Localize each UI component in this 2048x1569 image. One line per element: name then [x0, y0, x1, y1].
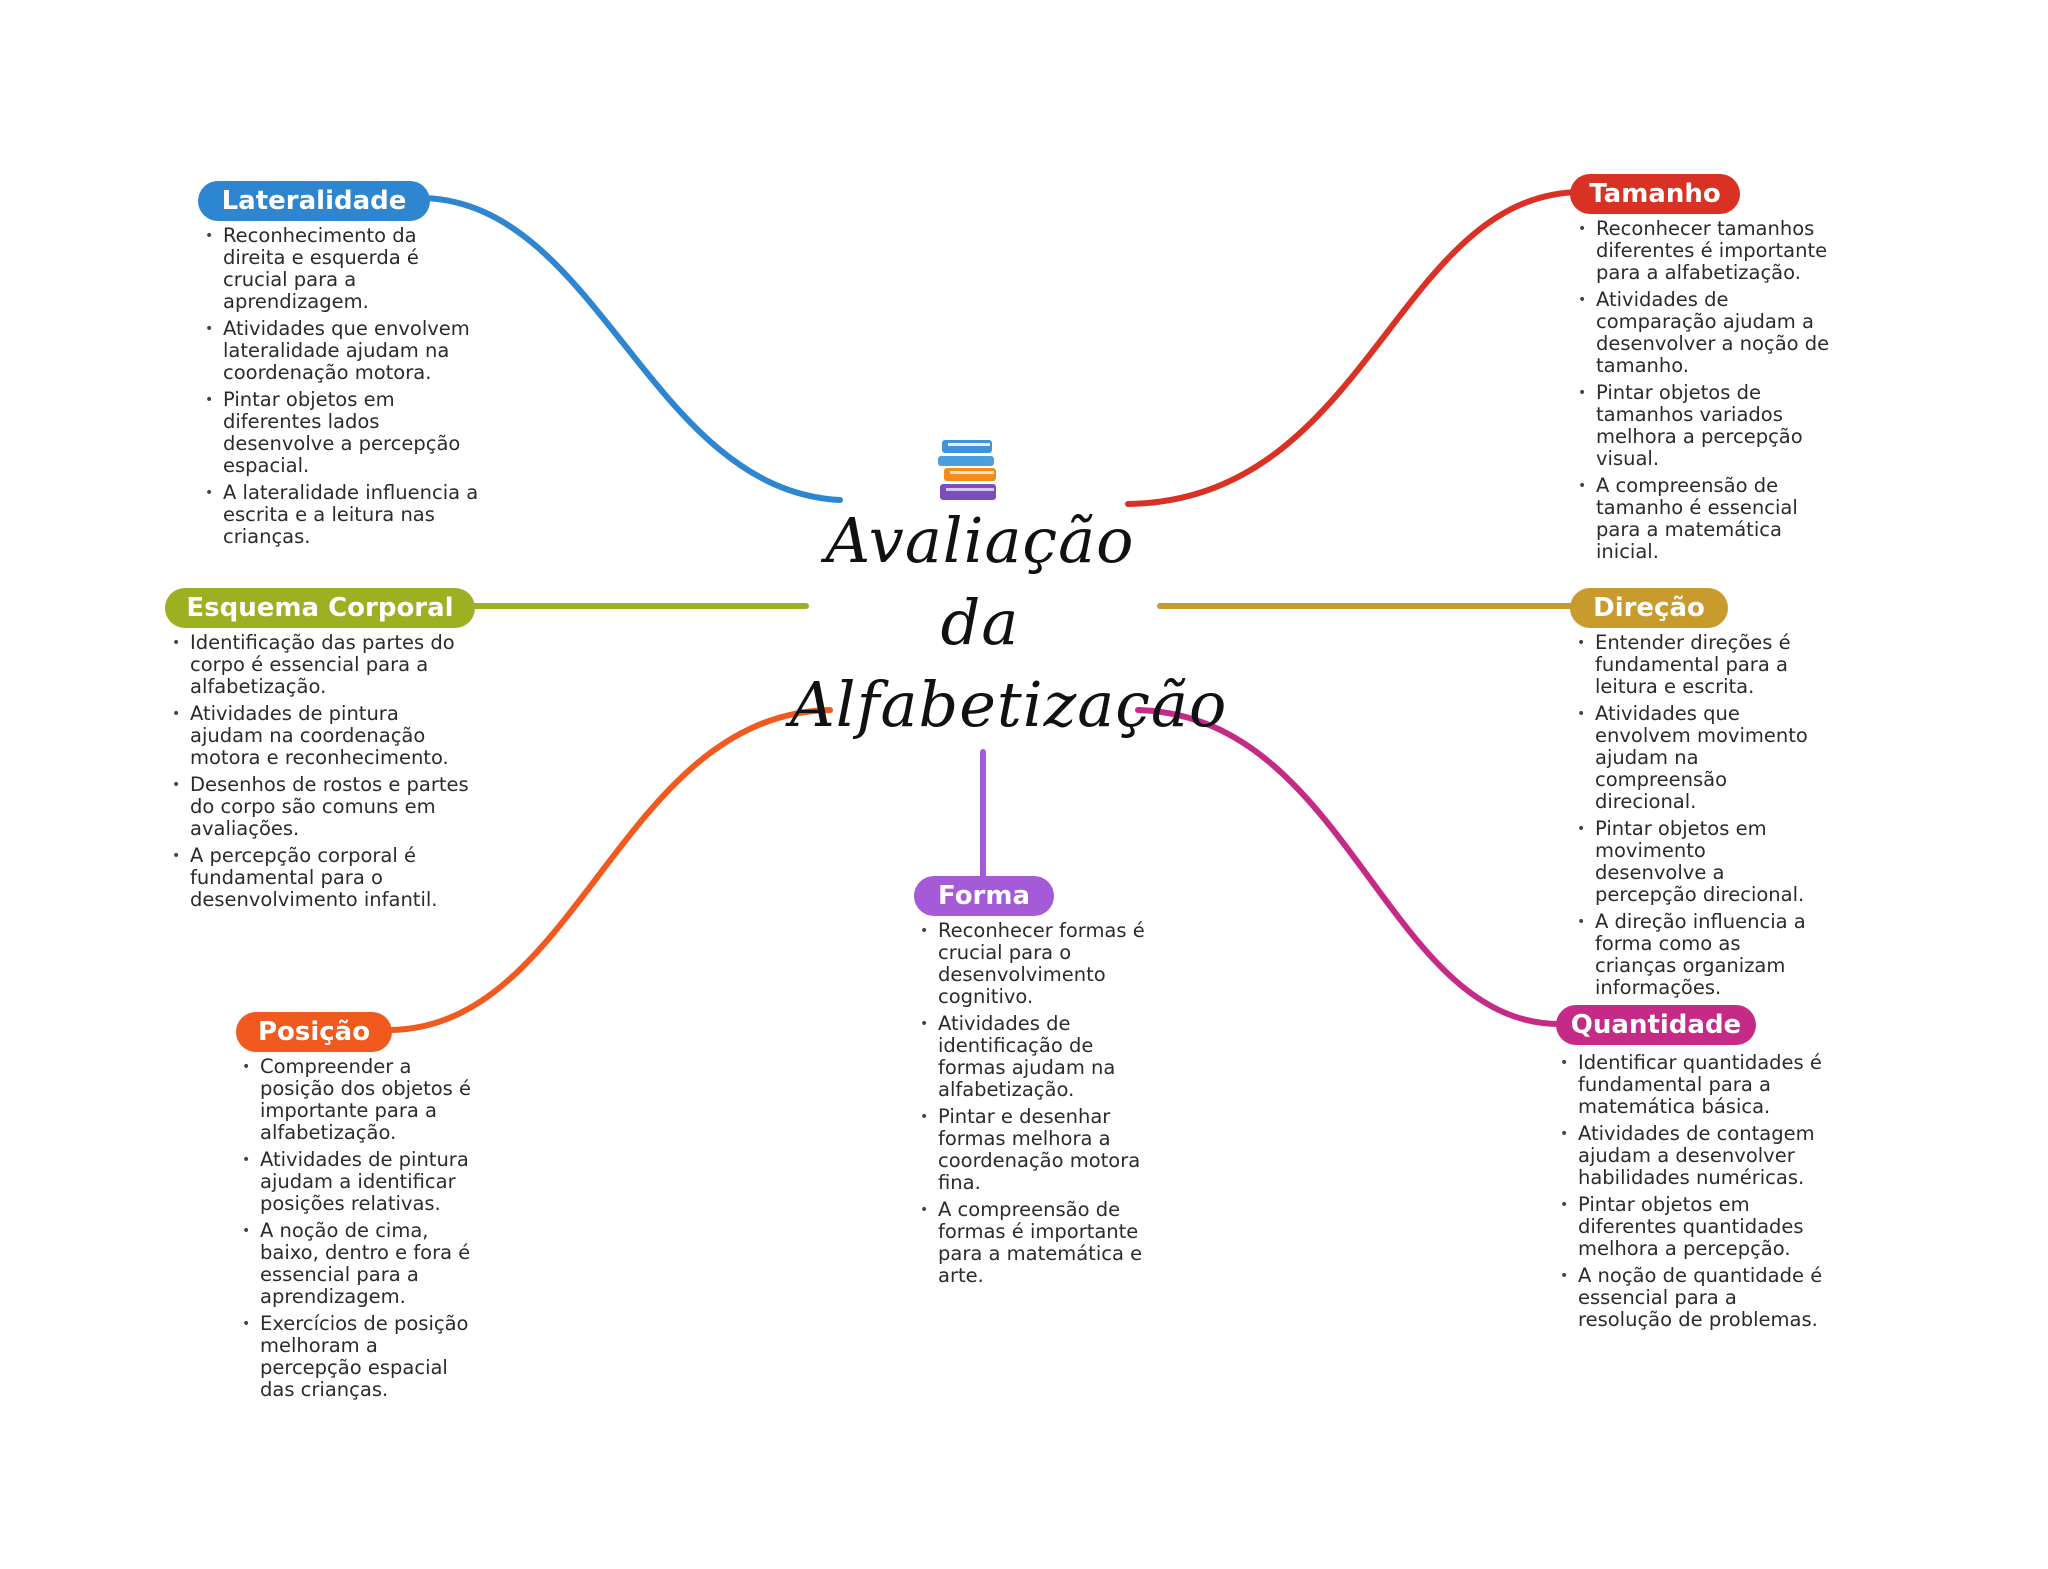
notes-lateralidade: Reconhecimento da direita e esquerda é c… [205, 225, 485, 553]
title-line-2: da [940, 586, 1020, 659]
notes-esquema-corporal: Identificação das partes do corpo é esse… [172, 632, 472, 916]
note-item: A percepção corporal é fundamental para … [172, 845, 472, 911]
topic-quantidade[interactable]: Quantidade [1556, 1005, 1756, 1045]
note-item: Pintar objetos de tamanhos variados melh… [1578, 382, 1846, 470]
note-item: Pintar objetos em movimento desenvolve a… [1577, 818, 1812, 906]
note-item: Entender direções é fundamental para a l… [1577, 632, 1812, 698]
notes-forma: Reconhecer formas é crucial para o desen… [920, 920, 1150, 1292]
note-item: Desenhos de rostos e partes do corpo são… [172, 774, 472, 840]
note-item: Pintar e desenhar formas melhora a coord… [920, 1106, 1150, 1194]
notes-posicao: Compreender a posição dos objetos é impo… [242, 1056, 482, 1406]
note-item: Atividades de contagem ajudam a desenvol… [1560, 1123, 1830, 1189]
note-item: Atividades de pintura ajudam na coordena… [172, 703, 472, 769]
notes-quantidade: Identificar quantidades é fundamental pa… [1560, 1052, 1830, 1336]
note-item: A compreensão de tamanho é essencial par… [1578, 475, 1846, 563]
note-item: Pintar objetos em diferentes lados desen… [205, 389, 485, 477]
books-stack-icon [938, 440, 996, 500]
note-item: A compreensão de formas é importante par… [920, 1199, 1150, 1287]
note-item: Atividades de comparação ajudam a desenv… [1578, 289, 1846, 377]
topic-forma[interactable]: Forma [914, 876, 1054, 916]
note-item: A direção influencia a forma como as cri… [1577, 911, 1812, 999]
title-line-1: Avaliação [825, 504, 1135, 577]
link-tamanho [1125, 189, 1583, 507]
notes-tamanho: Reconhecer tamanhos diferentes é importa… [1578, 218, 1846, 568]
note-item: Reconhecimento da direita e esquerda é c… [205, 225, 485, 313]
note-item: Atividades que envolvem movimento ajudam… [1577, 703, 1812, 813]
note-item: Atividades de identificação de formas aj… [920, 1013, 1150, 1101]
note-item: Exercícios de posição melhoram a percepç… [242, 1313, 482, 1401]
note-item: Atividades de pintura ajudam a identific… [242, 1149, 482, 1215]
note-item: A noção de cima, baixo, dentro e fora é … [242, 1220, 482, 1308]
topic-direcao[interactable]: Direção [1570, 588, 1728, 628]
central-topic: Avaliação da Alfabetização [790, 500, 1228, 746]
topic-tamanho[interactable]: Tamanho [1570, 174, 1740, 214]
note-item: Atividades que envolvem lateralidade aju… [205, 318, 485, 384]
topic-esquema-corporal[interactable]: Esquema Corporal [165, 588, 475, 628]
notes-direcao: Entender direções é fundamental para a l… [1577, 632, 1812, 1004]
topic-posicao[interactable]: Posição [236, 1012, 392, 1052]
title-line-3: Alfabetização [790, 668, 1228, 741]
note-item: Reconhecer tamanhos diferentes é importa… [1578, 218, 1846, 284]
note-item: A lateralidade influencia a escrita e a … [205, 482, 485, 548]
link-posicao [389, 707, 833, 1033]
note-item: Identificação das partes do corpo é esse… [172, 632, 472, 698]
note-item: Compreender a posição dos objetos é impo… [242, 1056, 482, 1144]
topic-lateralidade[interactable]: Lateralidade [198, 181, 430, 221]
note-item: Reconhecer formas é crucial para o desen… [920, 920, 1150, 1008]
link-lateralidade [422, 195, 843, 503]
note-item: A noção de quantidade é essencial para a… [1560, 1265, 1830, 1331]
note-item: Pintar objetos em diferentes quantidades… [1560, 1194, 1830, 1260]
link-quantidade [1135, 707, 1563, 1027]
note-item: Identificar quantidades é fundamental pa… [1560, 1052, 1830, 1118]
